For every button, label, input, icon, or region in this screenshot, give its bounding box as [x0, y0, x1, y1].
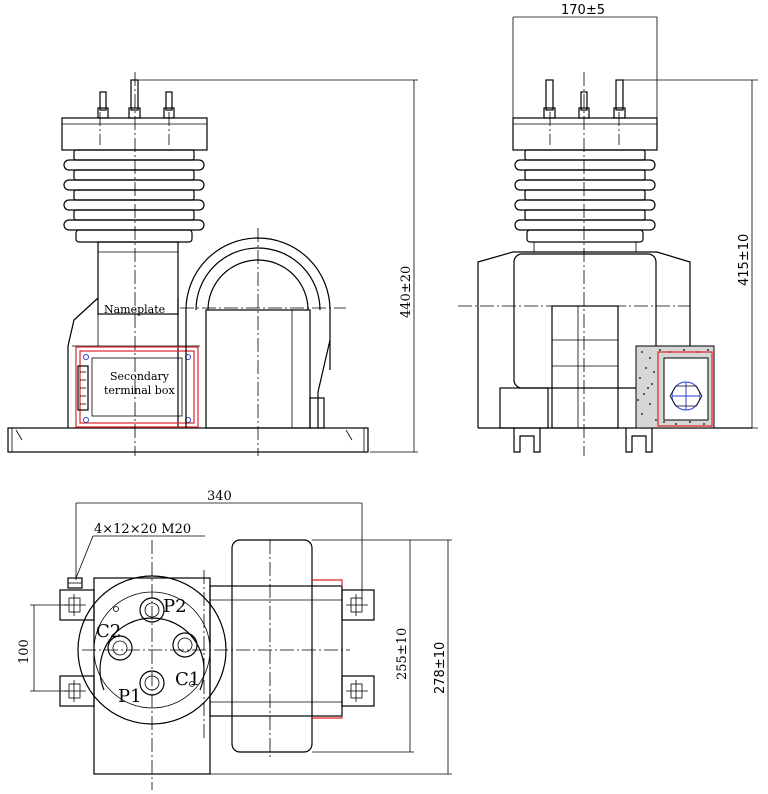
top-length-dimension — [75, 502, 363, 600]
front-height-label: 440±20 — [399, 266, 414, 318]
nameplate-label: Nameplate — [104, 303, 165, 316]
top-view: 340 4×12×20 M20 100 — [17, 489, 452, 790]
top-length-label: 340 — [207, 489, 232, 504]
front-top-cap — [61, 117, 208, 151]
front-height-dimension — [138, 79, 418, 453]
terminal-c2-label: C2 — [96, 621, 121, 642]
secondary-terminal-box — [75, 346, 199, 428]
side-view: 170±5 — [458, 3, 758, 456]
side-insulator-sheds — [514, 149, 656, 253]
secondary-box-label-line2: terminal box — [104, 384, 175, 397]
left-mounting-lugs — [59, 577, 95, 707]
front-view: Nameplate Secondary terminal box — [7, 72, 418, 456]
front-base-plate — [7, 427, 369, 453]
secondary-box-label-line1: Secondary — [110, 370, 170, 383]
terminal-p1-label: P1 — [118, 686, 142, 707]
spacing-dimension — [30, 604, 68, 692]
side-height-label: 415±10 — [737, 234, 752, 286]
side-width-dimension — [512, 16, 658, 120]
side-secondary-box — [635, 345, 715, 429]
front-neck — [97, 241, 179, 315]
side-height-dimension — [622, 79, 758, 429]
outer-width-label: 278±10 — [433, 642, 448, 694]
side-body — [477, 251, 752, 453]
side-width-label: 170±5 — [561, 3, 605, 18]
front-insulator-sheds — [63, 149, 205, 243]
terminal-p2-label: P2 — [163, 596, 187, 617]
side-terminals — [543, 79, 626, 119]
top-width-dimensions — [210, 539, 452, 775]
inner-width-label: 255±10 — [395, 628, 410, 680]
hole-note-label: 4×12×20 M20 — [94, 522, 191, 537]
spacing-label: 100 — [17, 639, 32, 664]
terminal-c1-label: C1 — [175, 669, 200, 690]
front-terminals — [97, 79, 175, 119]
top-right-core — [209, 539, 375, 753]
